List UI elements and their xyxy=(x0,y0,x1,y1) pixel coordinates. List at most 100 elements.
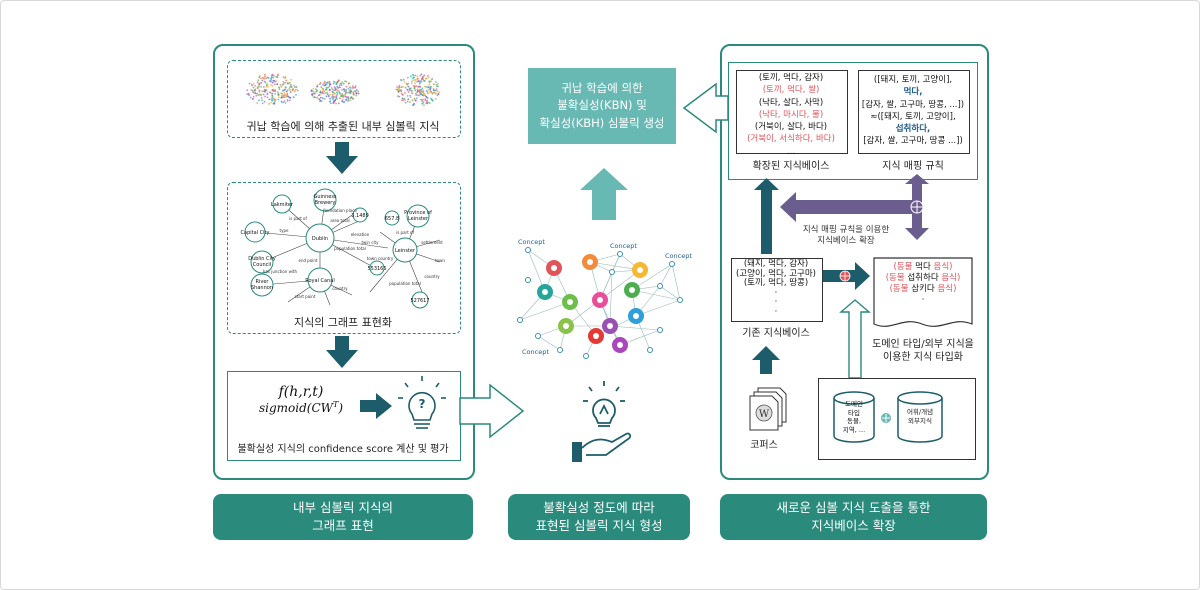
svg-text:has junction with: has junction with xyxy=(263,269,298,274)
footer-center-1: 불확실성 정도에 따라 xyxy=(543,499,655,515)
db-left-3: 동물, xyxy=(846,417,862,425)
existing-kb-caption: 기존 지식베이스 xyxy=(742,328,810,339)
mapping-rule-box xyxy=(858,70,970,154)
svg-text:is part of: is part of xyxy=(289,216,307,221)
svg-text:town country: town country xyxy=(367,256,394,261)
typing-caption-2: 이용한 지식 타입화 xyxy=(883,352,963,363)
graph-node-2: Guinness xyxy=(313,194,336,200)
footer-left: 내부 심볼릭 지식의 그래프 표현 xyxy=(213,494,473,540)
mapping-rule-line: [감자, 쌀, 고구마, 땅콩, ...]) xyxy=(861,99,965,110)
expand-label: 지식 매핑 규칙을 이용한 지식베이스 확장 xyxy=(796,225,896,247)
expanded-kb-line: (낙타, 마시다, 물) xyxy=(758,109,824,120)
footer-right: 새로운 심볼 지식 도출을 통한 지식베이스 확장 xyxy=(720,494,987,540)
scatter-box xyxy=(227,60,461,138)
typed-kb-line: (동물 삼키다 음식) xyxy=(889,284,957,294)
expanded-kb-line: (거북이, 서식하다, 바다) xyxy=(747,134,835,145)
db-left-1: 도메인 xyxy=(845,400,863,408)
mapping-rule-line: ≈([돼지, 토끼, 고양이], xyxy=(870,111,956,122)
graph-caption: 지식의 그래프 표현화 xyxy=(293,316,393,329)
svg-text:type: type xyxy=(280,228,289,233)
expanded-kb-line: (거북이, 살다, 바다) xyxy=(754,122,828,133)
tealbox-line2: 불확실성(KBN) 및 xyxy=(557,98,647,113)
existing-kb-line: (토끼, 먹다, 땅콩) xyxy=(743,278,809,288)
footer-right-2: 지식베이스 확장 xyxy=(811,518,896,533)
concept-label-4: Concept xyxy=(522,348,549,356)
graph-node-3: Capital City xyxy=(241,230,270,236)
formula-sigmoid: sigmoid(CW xyxy=(258,401,333,415)
svg-text:W: W xyxy=(759,409,770,420)
graph-node-8: Province of xyxy=(404,210,432,216)
expanded-kb-box xyxy=(736,70,848,154)
expand-label-2: 지식베이스 확장 xyxy=(817,236,875,246)
graph-node-10: 3.1489 xyxy=(351,213,369,219)
graph-node-6: River xyxy=(256,279,270,285)
svg-text:end point: end point xyxy=(298,258,317,263)
graph-node-2b: Brewery xyxy=(315,200,336,206)
corpus-caption: 코퍼스 xyxy=(750,440,778,451)
tealbox-line3: 확실성(KBH) 심볼릭 생성 xyxy=(539,115,665,130)
graph-node-12: 553165 xyxy=(367,266,386,272)
typed-kb-text: (동물 먹다 음식)(동물 섭취하다 음식)(동물 삼키다 음식)· xyxy=(874,262,972,306)
expanded-kb-caption: 확장된 지식베이스 xyxy=(752,161,830,172)
db-right-2: 외부지식 xyxy=(908,416,932,425)
graph-node-9: Leinster xyxy=(395,248,416,254)
expanded-kb-line: (토끼, 먹다, 감자) xyxy=(758,73,824,83)
svg-text:country: country xyxy=(424,274,440,279)
expanded-kb-text: (토끼, 먹다, 감자) (토끼, 먹다, 쌀)(낙타, 살다, 사막)(낙타, … xyxy=(736,72,846,158)
db-right-1: 어휘/개념 xyxy=(906,408,934,416)
existing-kb-line: (돼지, 먹다, 감자) xyxy=(743,259,809,269)
svg-text:country: country xyxy=(332,286,348,291)
db-left-2: 타입 xyxy=(848,408,860,417)
formula-sup: T xyxy=(332,400,339,409)
concept-label-3: Concept xyxy=(665,252,692,260)
formula-line1: f(h,r,t) xyxy=(278,384,324,400)
existing-kb-line: (고양이, 먹다, 고구마) xyxy=(735,268,816,279)
db-right-text: 어휘/개념 외부지식 xyxy=(898,408,942,425)
svg-text:start point: start point xyxy=(295,294,316,299)
mapping-rule-line: ([돼지, 토끼, 고양이], xyxy=(873,75,953,85)
graph-node-5b: Council xyxy=(253,262,271,268)
typed-kb-line: (동물 먹다 음식) xyxy=(893,262,953,272)
footer-left-1: 내부 심볼릭 지식의 xyxy=(293,499,393,515)
concept-label-2: Concept xyxy=(610,242,637,250)
mapping-rule-text: ([돼지, 토끼, 고양이],먹다,[감자, 쌀, 고구마, 땅콩, ...])… xyxy=(858,74,968,148)
typing-caption-1: 도메인 타입/외부 지식을 xyxy=(872,339,974,350)
mapping-rule-caption: 지식 매핑 규칙 xyxy=(882,161,944,172)
svg-text:twin city: twin city xyxy=(361,240,379,245)
graph-node-6b: Shannon xyxy=(251,285,273,291)
typing-caption: 도메인 타입/외부 지식을 이용한 지식 타입화 xyxy=(866,338,980,364)
graph-node-8b: Leinster xyxy=(408,216,429,222)
existing-kb-text: (돼지, 먹다, 감자)(고양이, 먹다, 고구마)(토끼, 먹다, 땅콩)··… xyxy=(731,259,821,317)
tealbox-line1: 귀납 학습에 의한 xyxy=(561,81,643,96)
footer-left-2: 그래프 표현 xyxy=(312,518,374,533)
graph-node-1: Lakmiter xyxy=(271,202,294,208)
svg-text:?: ? xyxy=(419,397,426,411)
svg-text:town: town xyxy=(435,258,445,263)
svg-text:foundation place: foundation place xyxy=(323,208,357,213)
graph-node-11: 657.8 xyxy=(385,216,399,222)
uncertainty-generation-box: 귀납 학습에 의한 불확실성(KBN) 및 확실성(KBH) 심볼릭 생성 xyxy=(528,68,676,144)
existing-kb-line: · xyxy=(774,287,778,298)
svg-text:area total: area total xyxy=(330,218,349,223)
expand-label-1: 지식 매핑 규칙을 이용한 xyxy=(802,225,890,235)
expanded-kb-line: (토끼, 먹다, 쌀) xyxy=(762,85,820,96)
mapping-rule-line: [감자, 쌀, 고구마, 땅콩 ...]) xyxy=(863,136,963,147)
svg-text:population total: population total xyxy=(389,281,421,286)
existing-kb-line: · xyxy=(774,297,778,307)
svg-text:is part of: is part of xyxy=(396,230,414,235)
formula-line2: sigmoid(CWT) xyxy=(246,400,356,415)
expanded-kb-line: (낙타, 살다, 사막) xyxy=(758,97,824,108)
